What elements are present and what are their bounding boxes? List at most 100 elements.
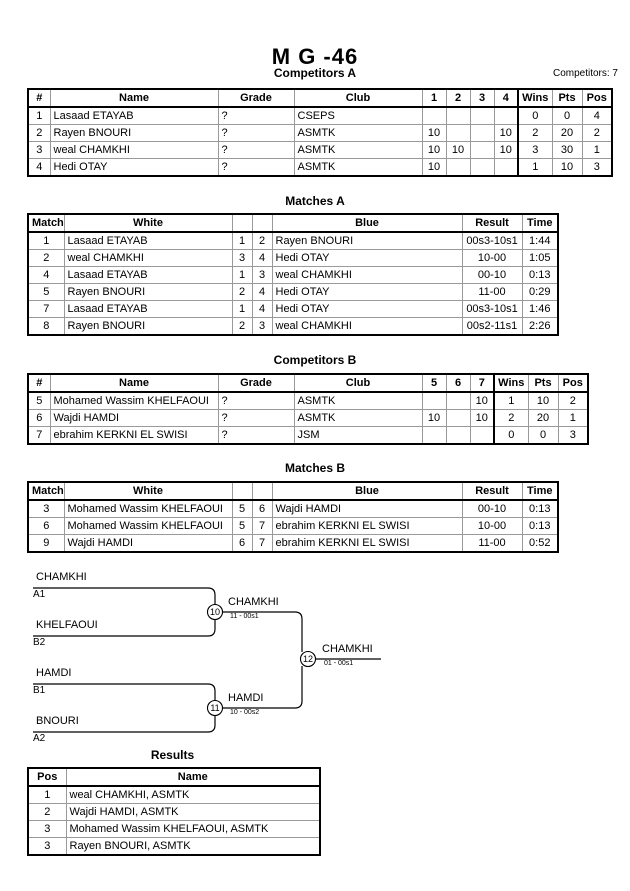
cell-match-number: 8: [27, 317, 65, 336]
column-header-club: Club: [293, 88, 423, 108]
column-header-3: 3: [469, 88, 495, 108]
cell-grade: ?: [217, 124, 295, 142]
cell-white-number: 2: [231, 317, 253, 336]
cell-white-name: Rayen BNOURI: [63, 317, 233, 336]
column-header-match: Match: [27, 213, 65, 233]
cell-name: Mohamed Wassim KHELFAOUI: [49, 391, 219, 410]
cell-grade: ?: [217, 426, 295, 445]
bracket-match-11-score: 10 - 00s2: [230, 709, 260, 716]
column-header-4: 4: [493, 88, 519, 108]
cell-blue-number: 7: [251, 517, 273, 535]
column-header-pts: Pts: [527, 373, 559, 393]
cell-match-score: 10: [469, 391, 495, 410]
column-header-match: Match: [27, 481, 65, 501]
cell-match-number: 1: [27, 231, 65, 250]
column-header-pts: Pts: [551, 88, 583, 108]
cell-number: 4: [27, 158, 51, 177]
column-header-wins: Wins: [493, 373, 529, 393]
cell-match-score: 10: [421, 409, 447, 427]
cell-match-score: [493, 106, 519, 125]
column-header-time: Time: [521, 213, 559, 233]
cell-white-number: 3: [231, 249, 253, 267]
column-header-pos: Pos: [581, 88, 613, 108]
column-header-white: White: [63, 481, 233, 501]
column-header-5: 5: [421, 373, 447, 393]
cell-position: 2: [27, 803, 67, 821]
cell-white-name: Lasaad ETAYAB: [63, 300, 233, 318]
cell-match-score: 10: [421, 158, 447, 177]
cell-blue-name: weal CHAMKHI: [271, 317, 463, 336]
column-header-name: Name: [65, 767, 321, 787]
cell-white-name: Mohamed Wassim KHELFAOUI: [63, 499, 233, 518]
column-header-wnum: [231, 213, 253, 233]
bracket-match-11-number: 11: [210, 703, 220, 713]
cell-club: ASMTK: [293, 391, 423, 410]
cell-wins: 2: [493, 409, 529, 427]
cell-blue-number: 4: [251, 283, 273, 301]
cell-blue-name: Rayen BNOURI: [271, 231, 463, 250]
cell-name: ebrahim KERKNI EL SWISI: [49, 426, 219, 445]
column-header-club: Club: [293, 373, 423, 393]
cell-number: 1: [27, 106, 51, 125]
cell-white-name: Lasaad ETAYAB: [63, 266, 233, 284]
cell-club: ASMTK: [293, 158, 423, 177]
cell-club: ASMTK: [293, 124, 423, 142]
cell-match-score: [445, 158, 471, 177]
column-header-blue: Blue: [271, 213, 463, 233]
cell-time: 0:13: [521, 266, 559, 284]
cell-points: 10: [527, 391, 559, 410]
column-header-name: Name: [49, 88, 219, 108]
cell-time: 0:13: [521, 499, 559, 518]
cell-match-score: [421, 391, 447, 410]
cell-grade: ?: [217, 409, 295, 427]
cell-match-score: [445, 409, 471, 427]
cell-blue-name: ebrahim KERKNI EL SWISI: [271, 517, 463, 535]
cell-blue-number: 3: [251, 266, 273, 284]
cell-number: 5: [27, 391, 51, 410]
cell-club: ASMTK: [293, 141, 423, 159]
cell-match-score: [421, 426, 447, 445]
bracket-entry-3-seed: B1: [33, 685, 46, 696]
cell-match-number: 2: [27, 249, 65, 267]
bracket-match-12-score: 01 - 00s1: [324, 660, 354, 667]
cell-white-name: Rayen BNOURI: [63, 283, 233, 301]
cell-match-score: 10: [445, 141, 471, 159]
cell-match-number: 4: [27, 266, 65, 284]
cell-name: Wajdi HAMDI: [49, 409, 219, 427]
cell-name: Lasaad ETAYAB: [49, 106, 219, 125]
column-header-pos: Pos: [27, 767, 67, 787]
cell-name: Rayen BNOURI: [49, 124, 219, 142]
cell-name: Mohamed Wassim KHELFAOUI, ASMTK: [65, 820, 321, 838]
cell-match-score: [469, 106, 495, 125]
cell-match-score: [445, 124, 471, 142]
cell-blue-name: Wajdi HAMDI: [271, 499, 463, 518]
column-header-pos: Pos: [557, 373, 589, 393]
cell-wins: 1: [517, 158, 553, 177]
cell-result: 00s2-11s1: [461, 317, 523, 336]
cell-match-score: [469, 426, 495, 445]
column-header-name: Name: [49, 373, 219, 393]
cell-position: 1: [27, 785, 67, 804]
cell-club: ASMTK: [293, 409, 423, 427]
cell-grade: ?: [217, 158, 295, 177]
cell-result: 11-00: [461, 283, 523, 301]
cell-time: 2:26: [521, 317, 559, 336]
